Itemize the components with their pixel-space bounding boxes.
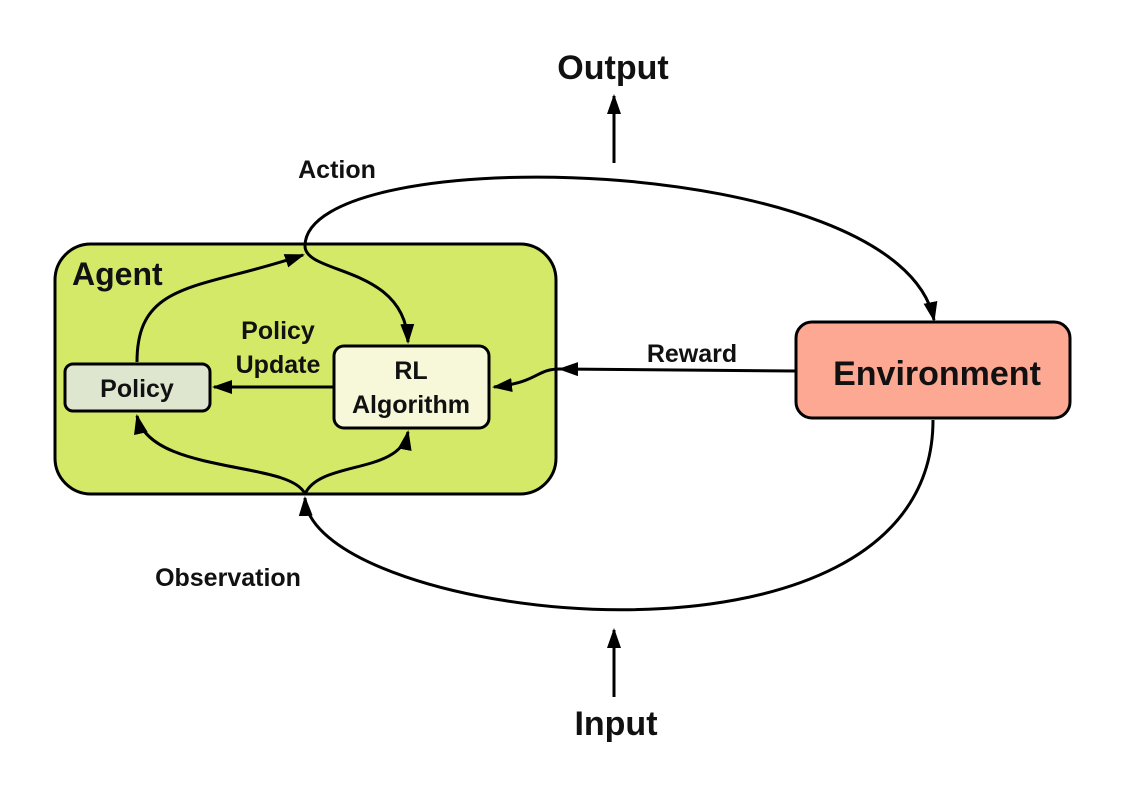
action-to-rl-arrow [303,245,415,344]
observation-label: Observation [155,564,301,592]
policy-to-action-arrow [135,253,305,363]
action-loop-arrow [303,175,938,322]
reward-label: Reward [647,340,737,368]
policy-update-label-line1: Policy [241,317,315,345]
rl-algorithm-label-line2: Algorithm [352,391,470,419]
policy-box [63,362,212,413]
agent-label: Agent [72,256,163,292]
observation-loop-arrow [298,419,935,612]
rl-algorithm-label-line1: RL [394,357,427,385]
output-label: Output [557,49,668,87]
reward-to-rl-arrow [492,367,561,393]
environment-label: Environment [833,355,1041,393]
reward-arrow [558,362,797,377]
observation-to-policy-arrow [134,414,307,495]
rl-algorithm-box [332,344,491,430]
policy-label: Policy [100,375,174,403]
action-label: Action [298,156,376,184]
policy-update-label-line2: Update [236,351,321,379]
observation-to-rl-arrow [303,430,412,495]
input-label: Input [574,705,657,743]
